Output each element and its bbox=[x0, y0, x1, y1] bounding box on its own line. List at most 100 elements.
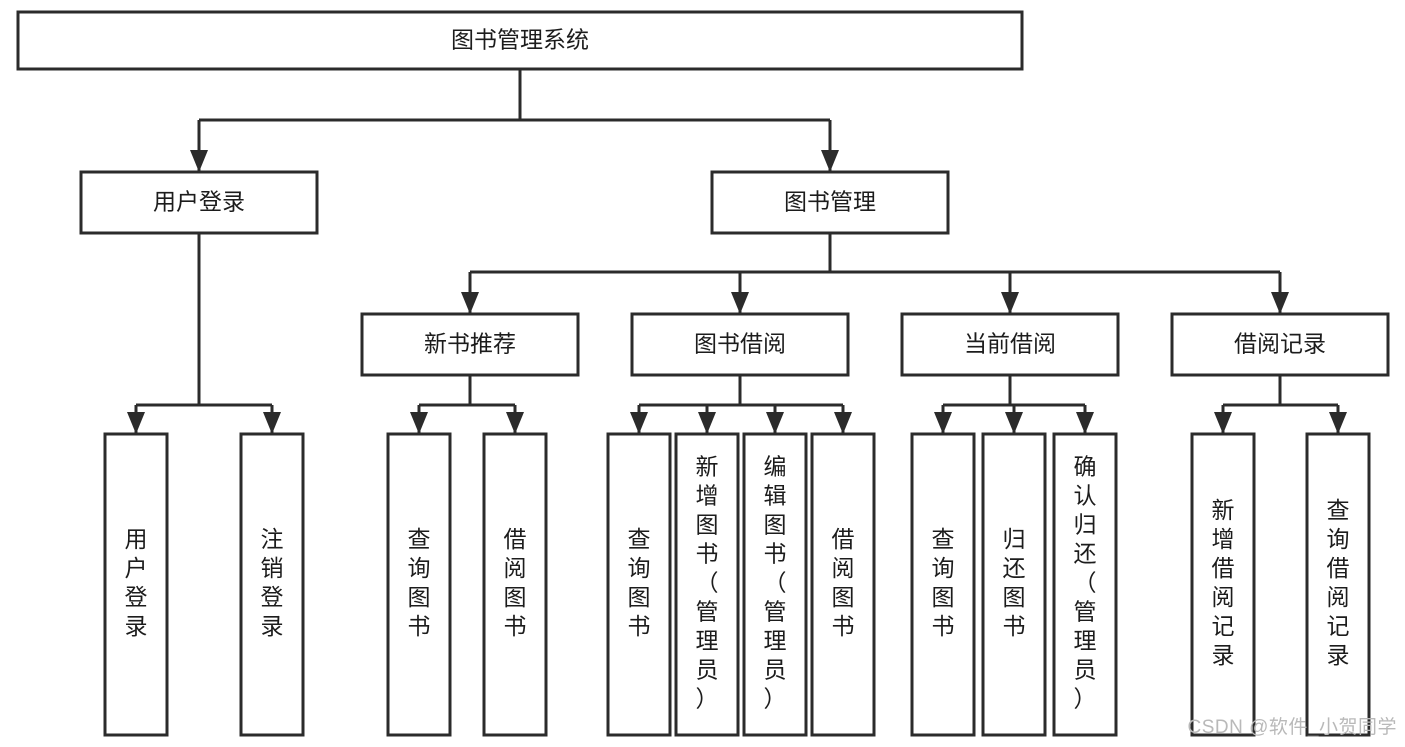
node-label: 新书推荐 bbox=[424, 331, 516, 357]
node-label-char: 新 bbox=[696, 454, 719, 480]
connector-layer bbox=[127, 69, 1347, 434]
node-label-char: （ bbox=[696, 570, 719, 596]
watermark: CSDN @软件_小贺同学 bbox=[1187, 717, 1397, 738]
node-label-char: 图 bbox=[628, 584, 651, 610]
node-label-char: 归 bbox=[1074, 512, 1097, 538]
node-label-char: ） bbox=[696, 686, 719, 712]
node-box bbox=[810, 432, 876, 737]
node-label: 图书管理 bbox=[784, 189, 876, 215]
node-label-char: 阅 bbox=[832, 555, 855, 581]
node-label: 当前借阅 bbox=[964, 331, 1056, 357]
node-box bbox=[710, 170, 950, 235]
node-label-char: 记 bbox=[1327, 613, 1350, 639]
user-login-arrow-0 bbox=[127, 412, 145, 434]
node-label-char: 员 bbox=[696, 657, 719, 683]
node-box bbox=[674, 432, 740, 737]
node-label-char: 管 bbox=[764, 599, 787, 625]
node-label-char: 新 bbox=[1212, 497, 1235, 523]
node-box bbox=[910, 432, 976, 737]
book-manage-arrow-1 bbox=[731, 292, 749, 314]
node-borrow-record[interactable]: 借阅记录 bbox=[1170, 312, 1390, 377]
node-label-char: 书 bbox=[832, 613, 855, 639]
node-box bbox=[360, 312, 580, 377]
node-label-char: 管 bbox=[696, 599, 719, 625]
node-label-char: 记 bbox=[1212, 613, 1235, 639]
book-manage-arrow-3 bbox=[1271, 292, 1289, 314]
node-label-char: 询 bbox=[1327, 526, 1350, 552]
node-label-char: （ bbox=[1074, 570, 1097, 596]
node-label-char: 增 bbox=[1212, 526, 1235, 552]
node-label-char: 阅 bbox=[1212, 584, 1235, 610]
node-label-char: 查 bbox=[408, 526, 431, 552]
node-label-char: 借 bbox=[1212, 555, 1235, 581]
node-box bbox=[606, 432, 672, 737]
node-box bbox=[16, 10, 1024, 71]
node-user-login[interactable]: 用户登录 bbox=[79, 170, 319, 235]
node-box bbox=[1305, 432, 1371, 737]
node-label-char: 书 bbox=[408, 613, 431, 639]
node-leaf-user-login[interactable]: 用户登录 bbox=[103, 432, 169, 737]
node-box bbox=[1190, 432, 1256, 737]
book-borrow-arrow-0 bbox=[630, 412, 648, 434]
node-label-char: 借 bbox=[1327, 555, 1350, 581]
node-label-char: 图 bbox=[1003, 584, 1026, 610]
node-current-borrow[interactable]: 当前借阅 bbox=[900, 312, 1120, 377]
node-label: 图书借阅 bbox=[694, 331, 786, 357]
node-box bbox=[239, 432, 305, 737]
node-root[interactable]: 图书管理系统 bbox=[16, 10, 1024, 71]
node-label-char: 登 bbox=[261, 584, 284, 610]
node-label-char: ） bbox=[764, 686, 787, 712]
node-box bbox=[1170, 312, 1390, 377]
node-label-char: （ bbox=[764, 570, 787, 596]
node-book-manage[interactable]: 图书管理 bbox=[710, 170, 950, 235]
node-label-char: 图 bbox=[696, 512, 719, 538]
node-label-char: 书 bbox=[504, 613, 527, 639]
current-borrow-arrow-0 bbox=[934, 412, 952, 434]
borrow-record-arrow-0 bbox=[1214, 412, 1232, 434]
root-arrow-1 bbox=[821, 150, 839, 172]
node-label-char: 书 bbox=[1003, 613, 1026, 639]
root-arrow-0 bbox=[190, 150, 208, 172]
node-label-char: 还 bbox=[1003, 555, 1026, 581]
node-label: 用户登录 bbox=[153, 189, 245, 215]
node-label-char: 增 bbox=[696, 483, 719, 509]
node-label-char: 还 bbox=[1074, 541, 1097, 567]
new-book-rec-arrow-1 bbox=[506, 412, 524, 434]
node-label-char: 编 bbox=[764, 454, 787, 480]
node-label-char: 图 bbox=[832, 584, 855, 610]
node-label-char: 书 bbox=[932, 613, 955, 639]
book-borrow-arrow-2 bbox=[766, 412, 784, 434]
node-label-char: 户 bbox=[125, 555, 148, 581]
node-label-char: 认 bbox=[1074, 483, 1097, 509]
node-label-char: 图 bbox=[408, 584, 431, 610]
node-label-char: 录 bbox=[125, 613, 148, 639]
node-book-borrow[interactable]: 图书借阅 bbox=[630, 312, 850, 377]
node-label-char: 图 bbox=[932, 584, 955, 610]
node-label-char: 图 bbox=[764, 512, 787, 538]
node-label-char: 确 bbox=[1074, 454, 1097, 480]
node-label-char: 阅 bbox=[504, 555, 527, 581]
node-label-char: 图 bbox=[504, 584, 527, 610]
node-box bbox=[742, 432, 808, 737]
user-login-arrow-1 bbox=[263, 412, 281, 434]
node-layer: 图书管理系统用户登录图书管理新书推荐图书借阅当前借阅借阅记录用户登录注销登录查询… bbox=[16, 10, 1390, 737]
node-new-book-rec[interactable]: 新书推荐 bbox=[360, 312, 580, 377]
node-label-char: 录 bbox=[1212, 642, 1235, 668]
node-label-char: 注 bbox=[261, 526, 284, 552]
node-label-char: 管 bbox=[1074, 599, 1097, 625]
book-borrow-arrow-1 bbox=[698, 412, 716, 434]
